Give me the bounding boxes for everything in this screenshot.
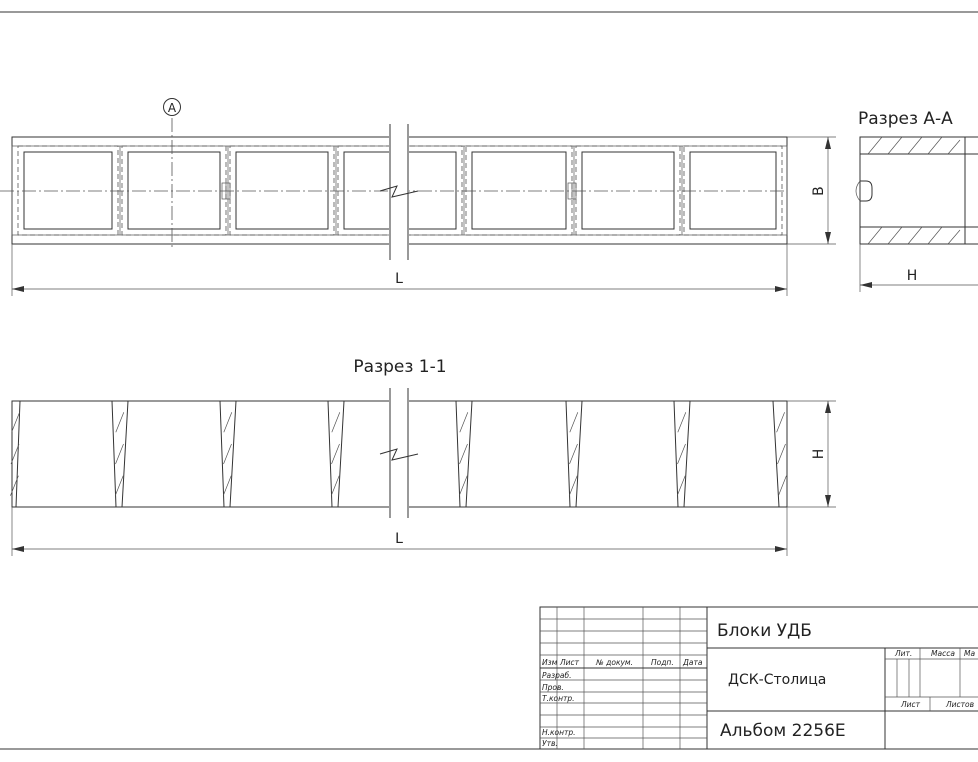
sheets-label: Листов [945,700,974,709]
section-wall [565,400,583,508]
col-header-date: Дата [682,658,703,667]
plan-cell-outline [121,145,227,236]
section-aa: Разрез А-А [855,109,978,245]
section-hatch [331,443,340,465]
section-hatch [677,412,687,433]
section-aa-dimension-height: H [859,244,978,292]
section-hatch [330,475,340,496]
section-dimension-height: H [787,400,836,508]
plan-cell-outline [465,145,573,236]
plan-cells [17,145,783,236]
section-hatch [223,412,233,433]
plan-dim-l-label: L [395,271,403,287]
plan-dimension-width: B [787,136,836,245]
section-hatch [778,475,787,496]
section-hatch [114,475,124,496]
plan-cell-inner [689,151,777,230]
section-hatch [676,475,686,496]
plan-cell-inner [23,151,113,230]
section-aa-dim-h-label: H [907,268,918,284]
section-11: Разрез 1-1 [10,357,788,518]
title-block-organization: ДСК-Столица [728,672,826,688]
section-hatch [11,412,20,433]
section-wall [219,400,237,508]
sheet-label: Лист [900,700,921,709]
plan-dimension-length: L [11,244,788,296]
section-hatch [459,443,468,465]
plan-dim-b-label: B [811,186,827,196]
row-label-developed: Разраб. [542,671,571,680]
section-hatch [10,443,20,465]
section-wall [327,400,345,508]
title-block: Блоки УДБ ДСК-Столица Альбом 2256Е Изм Л… [539,606,978,749]
col-header-izm: Изм [542,658,558,667]
section-wall [455,400,473,508]
section-wall [673,400,691,508]
stage-header-lit: Лит. [894,649,912,658]
section-dimension-length: L [11,507,788,556]
section-hatch [115,443,124,465]
row-label-tech-control: Т.контр. [542,694,575,703]
row-label-checked: Пров. [542,683,564,692]
section-aa-title: Разрез А-А [858,109,953,129]
plan-cell-inner [581,151,675,230]
title-block-title: Блоки УДБ [717,621,812,641]
title-block-album: Альбом 2256Е [720,721,846,741]
col-header-list: Лист [559,658,580,667]
section-hatch [777,443,786,465]
section-hatch [776,412,785,433]
section-dim-h-label: H [811,449,827,460]
section-dim-l-label: L [395,531,403,547]
section-hatch [568,475,578,496]
section-wall [111,400,129,508]
plan-cell-inner [235,151,329,230]
plan-cell-inner [471,151,567,230]
plan-cell-outline [683,145,783,236]
plan-view [0,118,788,260]
plan-cell-outline [229,145,335,236]
col-header-sign: Подп. [651,658,674,667]
section-hatch [115,412,125,433]
plan-cell-outline [17,145,119,236]
sheet-frame [0,11,978,750]
stage-header-scale: Ма [964,649,975,658]
section-hatch [459,412,469,433]
section-wall [11,400,21,508]
section-hatch [222,475,232,496]
section-hatch [10,475,19,496]
axis-marker-label: А [168,101,177,115]
plan-cell-inner [127,151,221,230]
col-header-doc: № докум. [595,658,633,667]
section-hatch [458,475,468,496]
section-hatch [569,412,579,433]
section-hatch [677,443,686,465]
axis-marker-a: А [163,98,181,116]
section-hatch [331,412,341,433]
section-hatch [223,443,232,465]
stage-header-mass: Масса [931,649,955,658]
section-11-title: Разрез 1-1 [353,357,446,377]
row-label-approved: Утв. [542,739,558,748]
plan-cell-outline [575,145,681,236]
section-hatch [569,443,578,465]
row-label-norm-control: Н.контр. [542,728,576,737]
